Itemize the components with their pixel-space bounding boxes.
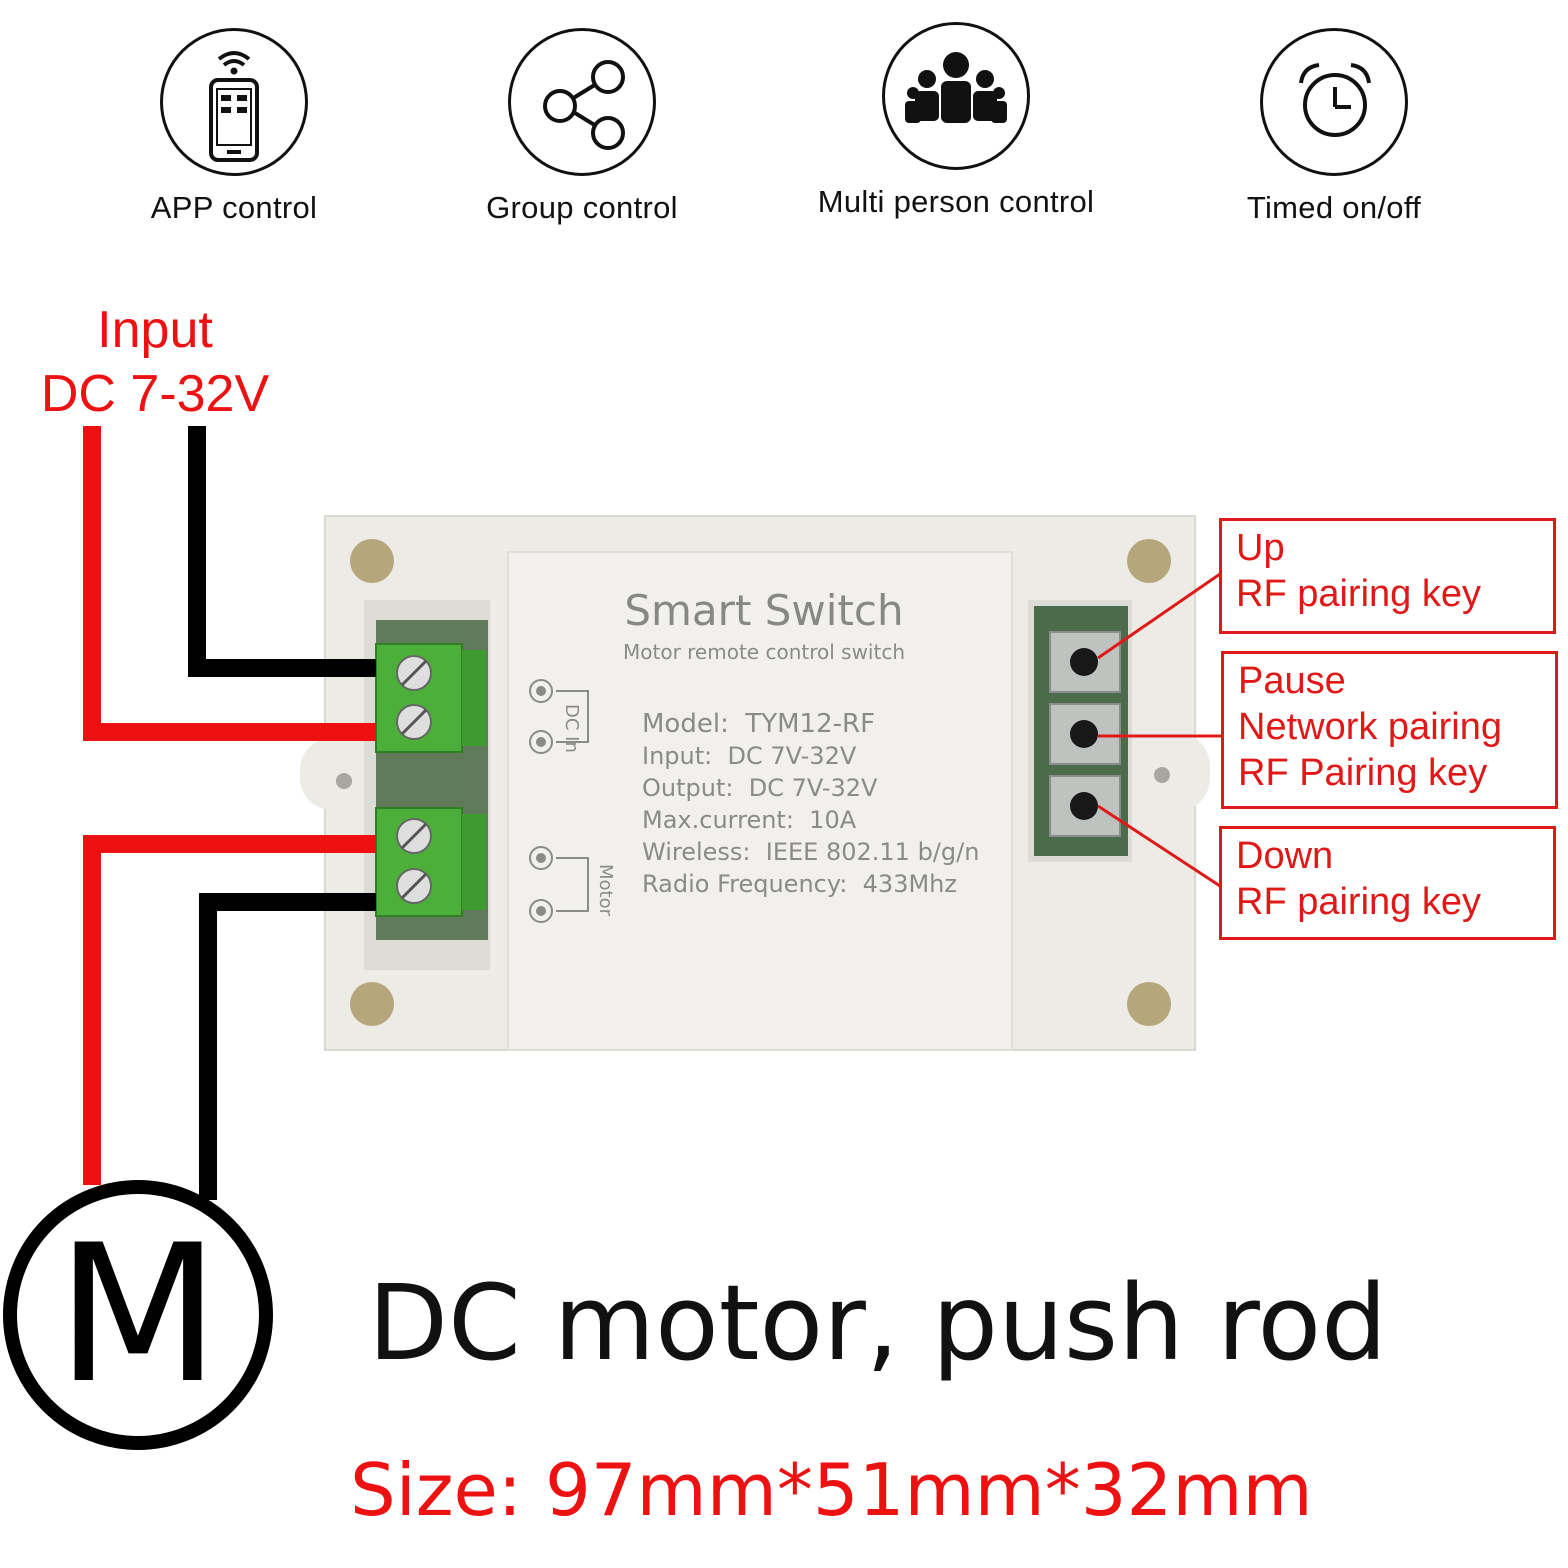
- motor-symbol-circle: [3, 1180, 273, 1450]
- device-subtitle: Motor remote control switch: [623, 640, 905, 664]
- callout-up-title: Up: [1236, 527, 1285, 569]
- mount-hole: [350, 982, 394, 1026]
- spec-radio-frequency: Radio Frequency: 433Mhz: [642, 870, 957, 898]
- feature-ring: [882, 22, 1030, 170]
- motor-wires: [83, 835, 376, 1200]
- device-title: Smart Switch: [624, 586, 904, 635]
- motor-symbol-letter: M: [56, 1204, 220, 1425]
- feature-app-control: APP control: [84, 28, 384, 226]
- feature-group-control: Group control: [432, 28, 732, 226]
- dc-in-port-symbol: [529, 679, 589, 754]
- feature-ring: [1260, 28, 1408, 176]
- feature-label: Timed on/off: [1246, 190, 1422, 225]
- motor-port-label: Motor: [595, 864, 616, 917]
- input-positive-wire: [83, 426, 376, 741]
- callout-down: Down RF pairing key: [1219, 826, 1556, 940]
- feature-multi-person-control: Multi person control: [806, 22, 1106, 220]
- feature-label: Multi person control: [817, 184, 1095, 219]
- down-button[interactable]: [1049, 775, 1121, 837]
- dc-in-port-label: DC In: [561, 704, 582, 753]
- feature-timed-on-off: Timed on/off: [1184, 28, 1484, 226]
- up-leader-line: [1097, 572, 1221, 660]
- feature-label: Group control: [486, 190, 678, 225]
- callout-up-desc: RF pairing key: [1236, 573, 1481, 615]
- size-label: Size: 97mm*51mm*32mm: [350, 1448, 1313, 1532]
- callout-leaders: [1097, 572, 1222, 888]
- motor-port-symbol: [529, 846, 589, 923]
- motor-caption: DC motor, push rod: [368, 1262, 1388, 1384]
- left-mount-ear: [300, 738, 380, 810]
- spec-model: Model: TYM12-RF: [642, 709, 876, 739]
- terminal-block-dc-in: [375, 643, 486, 753]
- callout-pause-desc-1: Network pairing: [1238, 706, 1502, 748]
- device-label-panel: [507, 551, 1013, 1051]
- spec-wireless: Wireless: IEEE 802.11 b/g/n: [642, 838, 980, 866]
- motor-negative-wire: [199, 893, 376, 1200]
- share-icon: [543, 60, 625, 150]
- spec-input: Input: DC 7V-32V: [642, 742, 857, 770]
- spec-list: Model: TYM12-RF Input: DC 7V-32V Output:…: [642, 708, 979, 900]
- input-range: DC 7-32V: [40, 365, 270, 423]
- motor-symbol: M: [0, 1160, 293, 1470]
- input-wires: [83, 426, 376, 741]
- right-mount-ear: [1130, 732, 1210, 812]
- mount-hole: [1127, 539, 1171, 583]
- callout-up: Up RF pairing key: [1219, 518, 1556, 634]
- group-people-icon: [905, 52, 1007, 123]
- callout-pause: Pause Network pairing RF Pairing key: [1221, 651, 1558, 809]
- pause-button[interactable]: [1049, 703, 1121, 765]
- callout-pause-title: Pause: [1238, 660, 1346, 702]
- down-leader-line: [1097, 804, 1221, 888]
- input-negative-wire: [188, 426, 376, 677]
- up-button[interactable]: [1049, 631, 1121, 693]
- phone-wifi-icon: [209, 51, 259, 162]
- feature-ring: [508, 28, 656, 176]
- spec-output: Output: DC 7V-32V: [642, 774, 878, 802]
- feature-label: APP control: [150, 190, 318, 225]
- motor-positive-wire: [83, 835, 376, 1185]
- mount-hole: [1127, 982, 1171, 1026]
- input-title: Input: [97, 301, 213, 359]
- spec-max-current: Max.current: 10A: [642, 806, 857, 834]
- feature-ring: [160, 28, 308, 176]
- callout-down-title: Down: [1236, 835, 1334, 877]
- callout-down-desc: RF pairing key: [1236, 881, 1481, 923]
- callout-pause-desc-2: RF Pairing key: [1238, 752, 1488, 794]
- input-voltage-label: Input DC 7-32V: [30, 298, 280, 426]
- mount-hole: [350, 539, 394, 583]
- alarm-clock-icon: [1299, 63, 1371, 137]
- terminal-block-motor: [375, 807, 486, 917]
